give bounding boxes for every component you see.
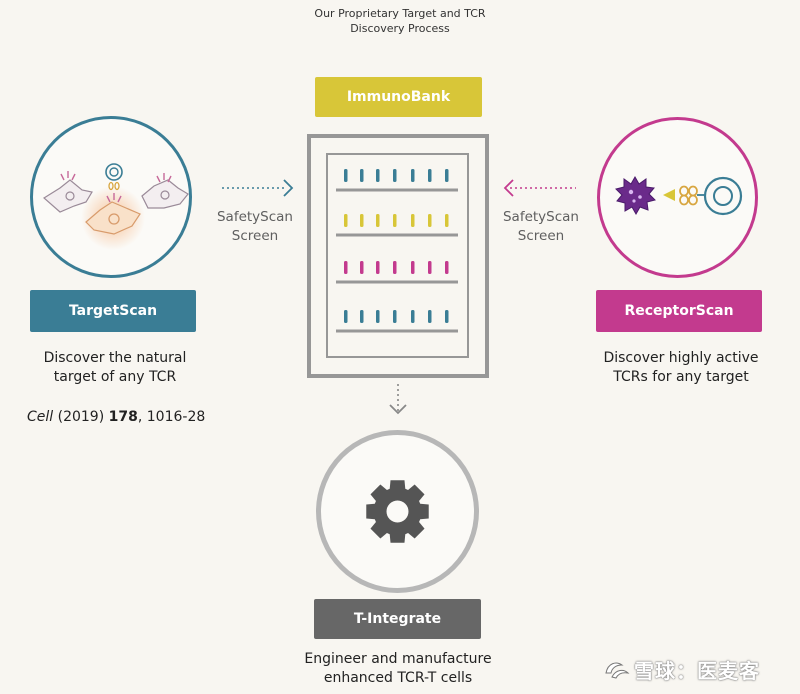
rack-vial: [393, 310, 397, 323]
receptorscan-desc-line-2: TCRs for any target: [613, 369, 749, 385]
rack-vial: [360, 169, 364, 182]
rack-vial: [445, 214, 449, 227]
receptorscan-desc-line-1: Discover highly active: [603, 350, 759, 366]
title-line-1: Our Proprietary Target and TCR: [314, 7, 486, 20]
targetscan-label-text: TargetScan: [68, 303, 158, 319]
rack-vial: [393, 261, 397, 274]
receptorscan-label-text: ReceptorScan: [624, 303, 734, 319]
rack-vial: [411, 169, 415, 182]
targetscan-desc-line-2: target of any TCR: [53, 369, 177, 385]
rack-vial: [411, 261, 415, 274]
rack-vial: [393, 169, 397, 182]
rack-vial: [344, 169, 348, 182]
citation-journal: Cell: [27, 409, 54, 425]
rack-vial: [344, 261, 348, 274]
rack-vial: [376, 169, 380, 182]
rack-vial: [428, 214, 432, 227]
tintegrate-description: Engineer and manufacture enhanced TCR-T …: [280, 650, 516, 688]
rack-vial: [445, 310, 449, 323]
tintegrate-label: T-Integrate: [314, 599, 481, 639]
safetyscan-left-line-1: SafetyScan: [216, 209, 293, 225]
targetscan-label: TargetScan: [30, 290, 196, 332]
watermark: 雪球：医麦客: [602, 654, 792, 684]
rack-vial: [360, 214, 364, 227]
rack-vial: [360, 261, 364, 274]
immunobank-label-text: ImmunoBank: [346, 89, 451, 105]
citation-volume: 178: [108, 409, 138, 425]
targetscan-desc-line-1: Discover the natural: [43, 350, 187, 366]
rack-vial: [393, 214, 397, 227]
safetyscan-right: SafetyScan Screen: [489, 208, 593, 246]
safetyscan-left-line-2: Screen: [231, 228, 279, 244]
safetyscan-left: SafetyScan Screen: [203, 208, 307, 246]
rack-vial: [411, 310, 415, 323]
receptorscan-label: ReceptorScan: [596, 290, 762, 332]
receptorscan-illustration: [615, 175, 743, 216]
watermark-text: 雪球：医麦客: [634, 658, 760, 683]
rack-vial: [411, 214, 415, 227]
rack-vial: [344, 214, 348, 227]
gear-icon: [366, 480, 429, 543]
tintegrate-desc-line-1: Engineer and manufacture: [304, 651, 492, 667]
safetyscan-right-line-1: SafetyScan: [502, 209, 579, 225]
rack-vial: [428, 310, 432, 323]
rack-vial: [428, 261, 432, 274]
rack-vial: [360, 310, 364, 323]
snowball-logo-icon: [605, 662, 630, 679]
targetscan-description: Discover the natural target of any TCR: [15, 349, 215, 387]
tintegrate-desc-line-2: enhanced TCR-T cells: [323, 670, 473, 686]
rack-vial: [376, 261, 380, 274]
citation-pages: , 1016-28: [137, 409, 206, 425]
immunobank-rack: [307, 134, 489, 378]
tintegrate-label-text: T-Integrate: [353, 611, 442, 627]
immunobank-label: ImmunoBank: [315, 77, 482, 117]
rack-vial: [344, 310, 348, 323]
rack-vial: [376, 310, 380, 323]
immunobank-rack-inner: [326, 153, 469, 358]
citation-year: (2019): [57, 409, 105, 425]
targetscan-cells-illustration: [42, 163, 189, 250]
gear-hole: [386, 500, 409, 523]
rack-vial: [445, 261, 449, 274]
targetscan-citation: Cell (2019) 178, 1016-28: [27, 409, 227, 425]
safetyscan-right-line-2: Screen: [517, 228, 565, 244]
rack-vial: [428, 169, 432, 182]
diagram-title: Our Proprietary Target and TCR Discovery…: [250, 6, 550, 36]
rack-vial: [376, 214, 380, 227]
receptorscan-description: Discover highly active TCRs for any targ…: [581, 349, 781, 387]
title-line-2: Discovery Process: [350, 22, 450, 35]
rack-vial: [445, 169, 449, 182]
